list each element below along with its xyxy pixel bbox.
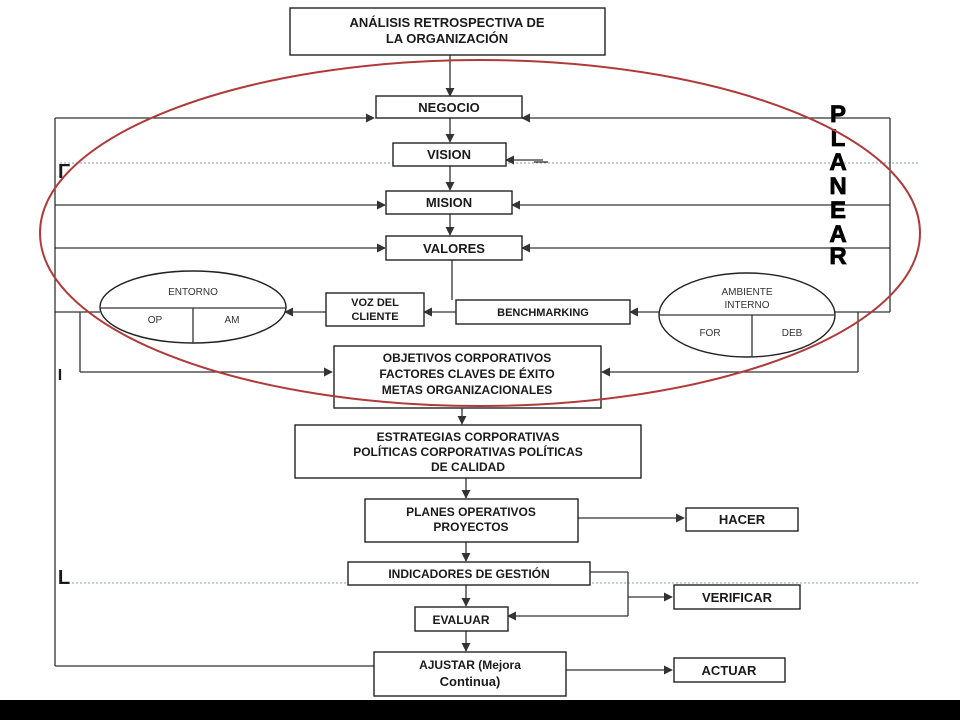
entorno-op: OP [148, 315, 163, 326]
bracket-glyph-top: Γ [58, 161, 70, 183]
box-ajustar: AJUSTAR (Mejora Continua) [373, 651, 567, 697]
planear-letter: L [831, 125, 846, 152]
planear-vertical-text: P L A N E A R [829, 101, 847, 271]
bracket-glyph-mid: I [58, 367, 62, 384]
bracket-glyph-bottom: L [58, 567, 70, 589]
estrategias-line-3: DE CALIDAD [431, 460, 505, 474]
ambiente-deb: DEB [782, 328, 803, 339]
objetivos-line-2: FACTORES CLAVES DE ÉXITO [379, 366, 554, 381]
bottom-black-band [0, 700, 960, 720]
ambiente-ellipse: AMBIENTE INTERNO FOR DEB [658, 272, 836, 358]
valores-label: VALORES [423, 241, 485, 256]
planear-letter: N [829, 173, 846, 200]
box-voz-cliente: VOZ DEL CLIENTE [325, 292, 425, 327]
highlight-ellipse [39, 59, 921, 407]
voz-line-1: VOZ DEL [351, 297, 399, 309]
ambiente-title-2: INTERNO [725, 300, 770, 311]
actuar-label: ACTUAR [702, 663, 757, 678]
vision-label: VISION [427, 147, 471, 162]
ambiente-for: FOR [699, 328, 720, 339]
negocio-label: NEGOCIO [418, 100, 479, 115]
ajustar-line-1: AJUSTAR (Mejora [419, 658, 521, 672]
box-hacer: HACER [685, 507, 799, 532]
benchmarking-label: BENCHMARKING [497, 307, 589, 319]
planear-letter: R [829, 243, 846, 270]
objetivos-line-3: METAS ORGANIZACIONALES [382, 383, 552, 397]
box-valores: VALORES [385, 235, 523, 261]
box-estrategias: ESTRATEGIAS CORPORATIVAS POLÍTICAS CORPO… [294, 424, 642, 479]
planear-letter: A [829, 221, 846, 248]
connectors [54, 55, 891, 675]
planear-letter: A [829, 149, 846, 176]
box-actuar: ACTUAR [673, 657, 786, 683]
entorno-ellipse: ENTORNO OP AM [99, 270, 287, 344]
planear-letter: E [830, 197, 846, 224]
planes-line-1: PLANES OPERATIVOS [406, 505, 536, 519]
estrategias-line-1: ESTRATEGIAS CORPORATIVAS [377, 430, 560, 444]
box-vision: VISION [392, 142, 507, 167]
hacer-label: HACER [719, 512, 766, 527]
box-indicadores: INDICADORES DE GESTIÓN [347, 561, 591, 586]
ambiente-title-1: AMBIENTE [721, 287, 772, 298]
indicadores-label: INDICADORES DE GESTIÓN [388, 566, 549, 581]
evaluar-label: EVALUAR [432, 613, 489, 627]
box-evaluar: EVALUAR [414, 606, 509, 632]
box-mision: MISION [385, 190, 513, 215]
ajustar-line-2: Continua) [440, 674, 501, 689]
entorno-am: AM [225, 315, 240, 326]
analisis-line-1: ANÁLISIS RETROSPECTIVA DE [349, 15, 544, 30]
box-negocio: NEGOCIO [375, 95, 523, 119]
analisis-line-2: LA ORGANIZACIÓN [386, 31, 508, 46]
planes-line-2: PROYECTOS [433, 520, 508, 534]
box-analisis: ANÁLISIS RETROSPECTIVA DE LA ORGANIZACIÓ… [289, 7, 606, 56]
box-planes: PLANES OPERATIVOS PROYECTOS [364, 498, 579, 543]
verificar-label: VERIFICAR [702, 590, 773, 605]
mision-label: MISION [426, 195, 472, 210]
box-verificar: VERIFICAR [673, 584, 801, 610]
voz-line-2: CLIENTE [351, 311, 398, 323]
entorno-title: ENTORNO [168, 287, 218, 298]
planear-letter: P [830, 101, 846, 128]
estrategias-line-2: POLÍTICAS CORPORATIVAS POLÍTICAS [353, 444, 583, 459]
box-benchmarking: BENCHMARKING [455, 299, 631, 325]
objetivos-line-1: OBJETIVOS CORPORATIVOS [383, 351, 551, 365]
box-objetivos: OBJETIVOS CORPORATIVOS FACTORES CLAVES D… [333, 345, 602, 409]
